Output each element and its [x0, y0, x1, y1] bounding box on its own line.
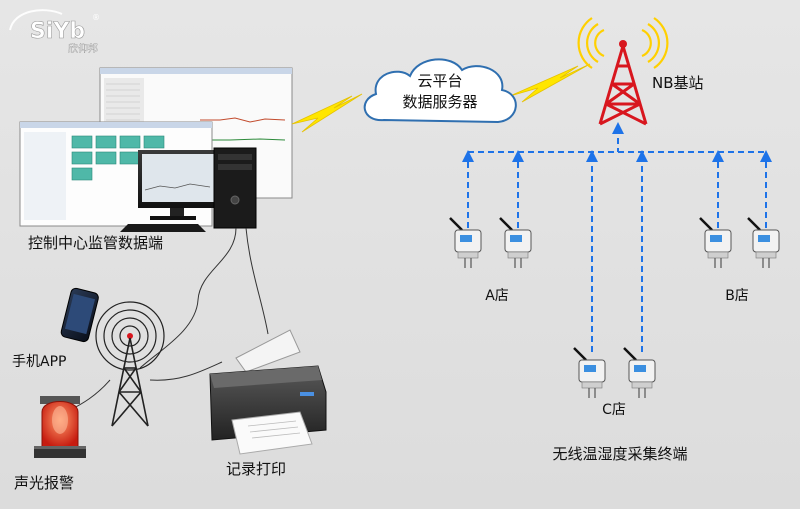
- sensor-a1: [448, 216, 483, 270]
- nb-network-links: [462, 122, 772, 352]
- logo-subtext: 欣仰邦: [68, 42, 98, 55]
- terminals-label: 无线温湿度采集终端: [552, 445, 687, 463]
- cloud-label-line2: 数据服务器: [402, 93, 477, 111]
- store-b-label: B店: [725, 288, 749, 304]
- cloud-label-line1: 云平台: [417, 72, 462, 90]
- store-c-label: C店: [602, 402, 626, 418]
- sensor-b2: [746, 216, 781, 270]
- alarm-label: 声光报警: [14, 474, 74, 492]
- nb-base-station: [577, 17, 669, 126]
- mobile-app-label: 手机APP: [12, 354, 66, 370]
- sensor-a2: [498, 216, 533, 270]
- nb-tower-label: NB基站: [652, 74, 704, 92]
- radio-transmitter: [95, 301, 165, 427]
- mobile-phone: [60, 287, 99, 343]
- control-center-label: 控制中心监管数据端: [28, 234, 163, 252]
- sensor-c2: [622, 346, 657, 400]
- control-center-station: [19, 67, 293, 232]
- wireless-bolt-right: [509, 63, 591, 103]
- signal-wave-icon: [577, 17, 669, 69]
- logo-text: SiYb: [30, 19, 85, 44]
- siren-alarm-icon: [34, 396, 86, 458]
- siyb-logo: SiYb ® 欣仰邦: [9, 9, 100, 55]
- pc-tower: [213, 147, 257, 229]
- sensor-b1: [698, 216, 733, 270]
- cloud-platform: [363, 58, 517, 124]
- sensor-c1: [572, 346, 607, 400]
- wireless-bolt-left: [291, 93, 363, 133]
- radio-waves-icon: [95, 301, 165, 371]
- printer-label: 记录打印: [226, 460, 286, 478]
- printer: [209, 329, 327, 455]
- store-a-label: A店: [485, 288, 509, 304]
- keyboard: [120, 224, 206, 232]
- logo-registered-mark: ®: [92, 13, 100, 22]
